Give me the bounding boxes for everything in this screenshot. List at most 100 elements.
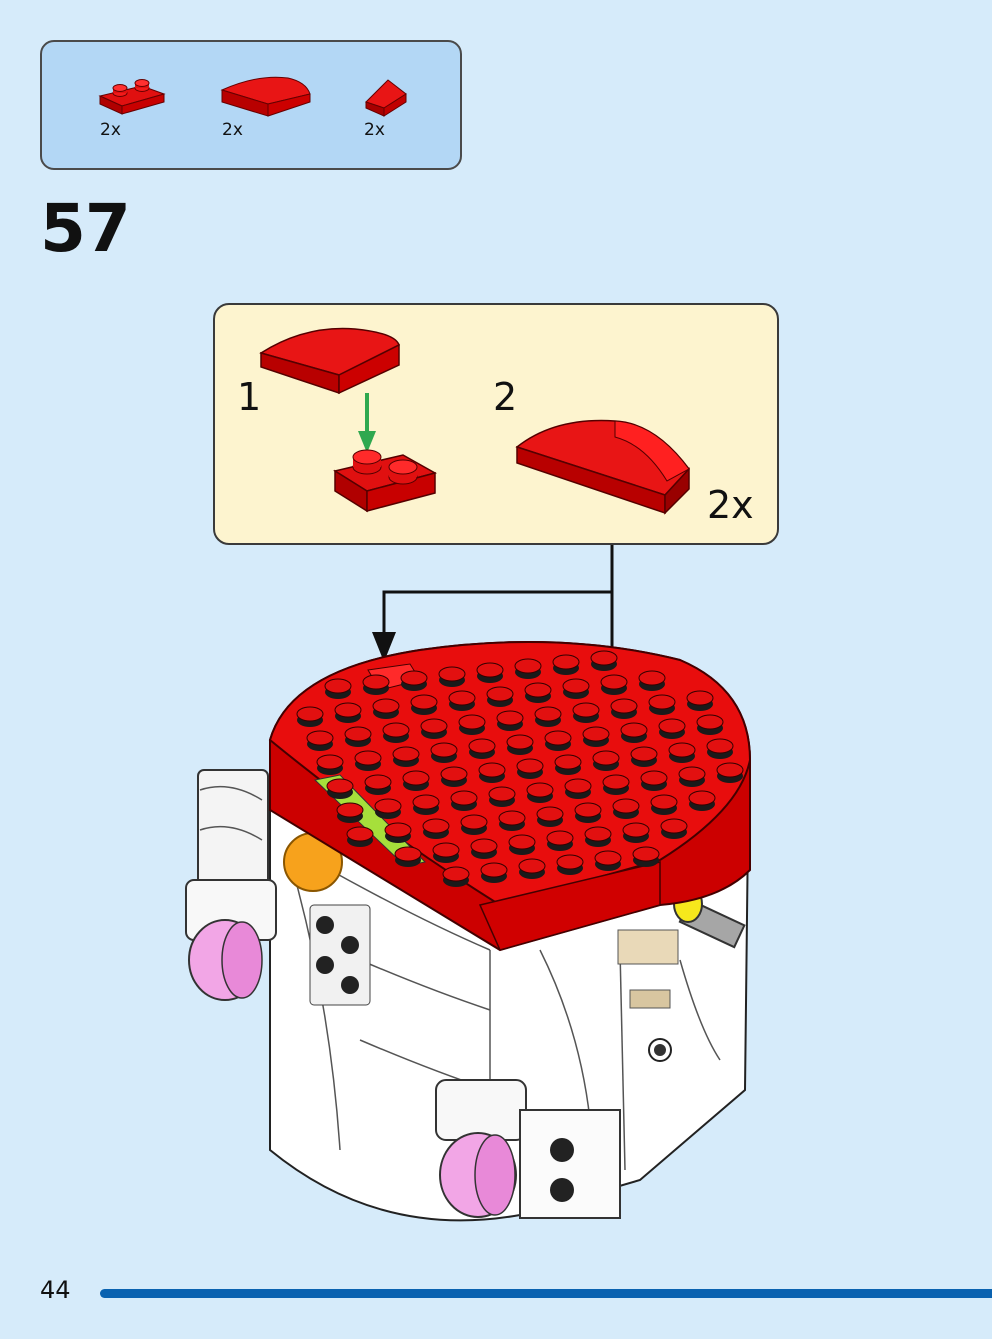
stud [526, 782, 554, 798]
step-number: 57 [40, 190, 131, 267]
stud [572, 702, 600, 718]
stud [564, 778, 592, 794]
stud [516, 758, 544, 774]
stud [556, 854, 584, 870]
stud [354, 750, 382, 766]
stud [438, 666, 466, 682]
stud [324, 678, 352, 694]
stud [412, 794, 440, 810]
stud [296, 706, 324, 722]
stud [610, 698, 638, 714]
stud [480, 862, 508, 878]
top-studs [296, 650, 744, 887]
part-qty-2: 2x [222, 120, 243, 140]
green-down-arrow-icon [358, 393, 376, 453]
stud [420, 718, 448, 734]
stud [450, 790, 478, 806]
stud [374, 798, 402, 814]
stud [432, 842, 460, 858]
stud [506, 734, 534, 750]
slope-wedge-red-icon [365, 79, 407, 117]
stud [590, 650, 618, 666]
sub-assembly-illustration [259, 327, 690, 515]
stud [442, 866, 470, 882]
stud [686, 690, 714, 706]
stud [716, 762, 744, 778]
stud [630, 746, 658, 762]
stud [612, 798, 640, 814]
stud [602, 774, 630, 790]
stud [372, 698, 400, 714]
stud [402, 770, 430, 786]
stud [546, 830, 574, 846]
stud [382, 722, 410, 738]
stud [640, 770, 668, 786]
stud [658, 718, 686, 734]
sub-multiplier-label: 2x [707, 483, 754, 527]
stud [508, 834, 536, 850]
stud [648, 694, 676, 710]
stud [552, 654, 580, 670]
stud [392, 746, 420, 762]
part-item-2: 2x [218, 72, 313, 140]
stud [678, 766, 706, 782]
stud [458, 714, 486, 730]
stud [422, 818, 450, 834]
stud [364, 774, 392, 790]
parts-list-box: 2x 2x 2x [40, 40, 462, 170]
stud [488, 786, 516, 802]
part-item-3: 2x [362, 72, 412, 140]
left-leg-assembly [185, 769, 277, 1001]
stud [544, 730, 572, 746]
stud [594, 850, 622, 866]
stud [638, 670, 666, 686]
stud [584, 826, 612, 842]
stud [632, 846, 660, 862]
part-qty-1: 2x [100, 120, 121, 140]
stud [448, 690, 476, 706]
stud [518, 858, 546, 874]
stud [440, 766, 468, 782]
stud [476, 662, 504, 678]
plate-1x2-red-icon [98, 79, 166, 115]
assembled-wedge-piece [515, 419, 690, 515]
stud [316, 754, 344, 770]
stud [574, 802, 602, 818]
stud [470, 838, 498, 854]
stud [688, 790, 716, 806]
stud [306, 730, 334, 746]
stud [668, 742, 696, 758]
stud [346, 826, 374, 842]
plate-1x2-piece [333, 449, 437, 513]
stud [326, 778, 354, 794]
stud [384, 822, 412, 838]
stud [410, 694, 438, 710]
curved-slope-piece [259, 327, 400, 395]
stud [486, 686, 514, 702]
sub-step-1-label: 1 [237, 375, 262, 419]
stud [336, 802, 364, 818]
stud [344, 726, 372, 742]
sub-step-2-label: 2 [493, 375, 518, 419]
part-qty-3: 2x [364, 120, 385, 140]
footer-bar [100, 1289, 992, 1298]
stud [468, 738, 496, 754]
page-number: 44 [40, 1276, 71, 1304]
stud [582, 726, 610, 742]
stud [394, 846, 422, 862]
stud [536, 806, 564, 822]
stud [660, 818, 688, 834]
stud [400, 670, 428, 686]
stud [334, 702, 362, 718]
curved-slope-red-icon [220, 76, 311, 117]
stud [498, 810, 526, 826]
sub-assembly-box: 1 2 2x [213, 303, 779, 545]
stud [600, 674, 628, 690]
stud [706, 738, 734, 754]
stud [430, 742, 458, 758]
stud [534, 706, 562, 722]
stud [592, 750, 620, 766]
part-item-1: 2x [98, 72, 168, 140]
stud [514, 658, 542, 674]
stud [362, 674, 390, 690]
